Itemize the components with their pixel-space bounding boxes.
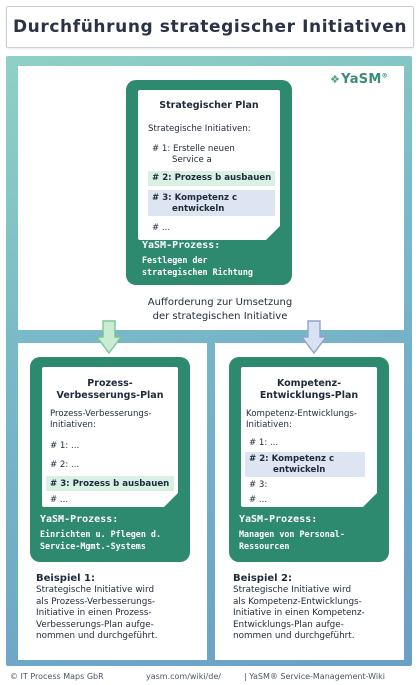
footer-wiki: | YaSM® Service-Management-Wiki [244, 672, 385, 681]
example-1-line4: Verbesserungs-Plan aufge- [36, 619, 154, 630]
right-item-more: # ... [249, 495, 268, 505]
example-2-title: Beispiel 2: [233, 573, 293, 584]
right-subtitle-line1: Kompetenz-Entwicklungs- [246, 409, 357, 419]
competence-development-plan-card: Kompetenz- Entwicklungs-Plan Kompetenz-E… [229, 357, 389, 562]
example-1-line3: Initiative in einen Prozess- [36, 608, 152, 619]
arrow-down-green-icon [96, 320, 122, 354]
implementation-request: Aufforderung zur Umsetzung der strategis… [110, 296, 330, 324]
left-process-line2: Service-Mgmt.-Systems [40, 541, 146, 551]
footer-copyright: © IT Process Maps GbR [10, 672, 104, 681]
logo-reg: ® [381, 72, 388, 80]
yasm-logo: ❖YaSM® [330, 72, 388, 87]
left-item-more: # ... [50, 495, 69, 505]
process-improvement-plan-card: Prozess- Verbesserungs-Plan Prozess-Verb… [30, 357, 190, 562]
example-1-line2: als Prozess-Verbesserungs- [36, 596, 156, 607]
right-process-line2: Ressourcen [239, 541, 290, 551]
right-plan-title-line2: Entwicklungs-Plan [259, 390, 359, 401]
right-item-3: # 3: [249, 480, 268, 490]
example-2-line5: nommen und durchgeführt. [233, 631, 355, 642]
left-item-2: # 2: ... [50, 460, 80, 470]
right-process-title: YaSM-Prozess: [239, 514, 318, 525]
example-2-line2: als Kompetenz-Entwicklungs- [233, 596, 362, 607]
example-1-line1: Strategische Initiative wird [36, 585, 155, 595]
example-2: Beispiel 2: Strategische Initiative wird… [233, 572, 401, 643]
request-line1: Aufforderung zur Umsetzung [147, 297, 293, 308]
example-1: Beispiel 1: Strategische Initiative wird… [36, 572, 201, 643]
footer: © IT Process Maps GbR yasm.com/wiki/de/ … [0, 669, 420, 685]
arrow-down-blue-icon [301, 320, 327, 354]
title-box: Durchführung strategischer Initiativen [6, 6, 414, 48]
strategic-initiatives-label: Strategische Initiativen: [148, 124, 251, 134]
example-1-title: Beispiel 1: [36, 573, 96, 584]
initiative-1-line2: Service a [172, 155, 212, 165]
initiative-more: # ... [152, 223, 171, 233]
left-subtitle-line1: Prozess-Verbesserungs- [50, 409, 152, 419]
right-plan-title-line1: Kompetenz- [276, 378, 342, 389]
strategic-plan-card: Strategischer Plan Strategische Initiati… [126, 80, 292, 285]
right-item-2-line1: # 2: Kompetenz c [249, 454, 335, 464]
right-process-line1: Managen von Personal- [239, 529, 345, 539]
left-plan-title-line1: Prozess- [87, 378, 133, 389]
example-2-line4: Entwicklungs-Plan aufge- [233, 619, 344, 630]
initiative-2-highlight [148, 171, 275, 186]
left-item-3: # 3: Prozess b ausbauen [50, 479, 170, 489]
initiative-3-line1: # 3: Kompetenz c [152, 193, 238, 203]
initiative-2: # 2: Prozess b ausbauen [152, 173, 272, 183]
left-item-1: # 1: ... [50, 441, 80, 451]
competence-development-paper: Kompetenz- Entwicklungs-Plan Kompetenz-E… [241, 367, 377, 507]
logo-mark-icon: ❖ [330, 73, 341, 86]
diagram-title: Durchführung strategischer Initiativen [12, 17, 408, 37]
left-plan-title-line2: Verbesserungs-Plan [56, 390, 164, 401]
top-process-line2: strategischen Richtung [142, 267, 253, 277]
initiative-1-line1: # 1: Erstelle neuen [152, 144, 235, 154]
initiative-3-highlight [148, 190, 275, 216]
footer-url[interactable]: yasm.com/wiki/de/ [146, 672, 221, 681]
top-process-title: YaSM-Prozess: [142, 240, 221, 251]
example-2-line1: Strategische Initiative wird [233, 585, 352, 595]
left-process-title: YaSM-Prozess: [40, 514, 119, 525]
right-subtitle-line2: Initiativen: [246, 420, 292, 430]
process-improvement-paper: Prozess- Verbesserungs-Plan Prozess-Verb… [42, 367, 178, 507]
example-1-line5: nommen und durchgeführt. [36, 631, 158, 642]
right-item-2-highlight [245, 452, 365, 477]
strategic-plan-title: Strategischer Plan [159, 100, 259, 111]
right-item-2-line2: entwickeln [273, 465, 326, 475]
example-2-line3: Initiative in einen Kompetenz- [233, 608, 365, 619]
right-item-1: # 1: ... [249, 438, 279, 448]
left-subtitle-line2: Initiativen: [50, 420, 96, 430]
logo-text: YaSM [341, 72, 382, 87]
strategic-plan-paper: Strategischer Plan Strategische Initiati… [138, 90, 280, 240]
left-process-line1: Einrichten u. Pflegen d. [40, 529, 162, 539]
initiative-3-line2: entwickeln [172, 204, 225, 214]
left-item-3-highlight [46, 476, 174, 491]
request-line2: der strategischen Initiative [152, 311, 288, 322]
top-process-line1: Festlegen der [142, 255, 208, 265]
